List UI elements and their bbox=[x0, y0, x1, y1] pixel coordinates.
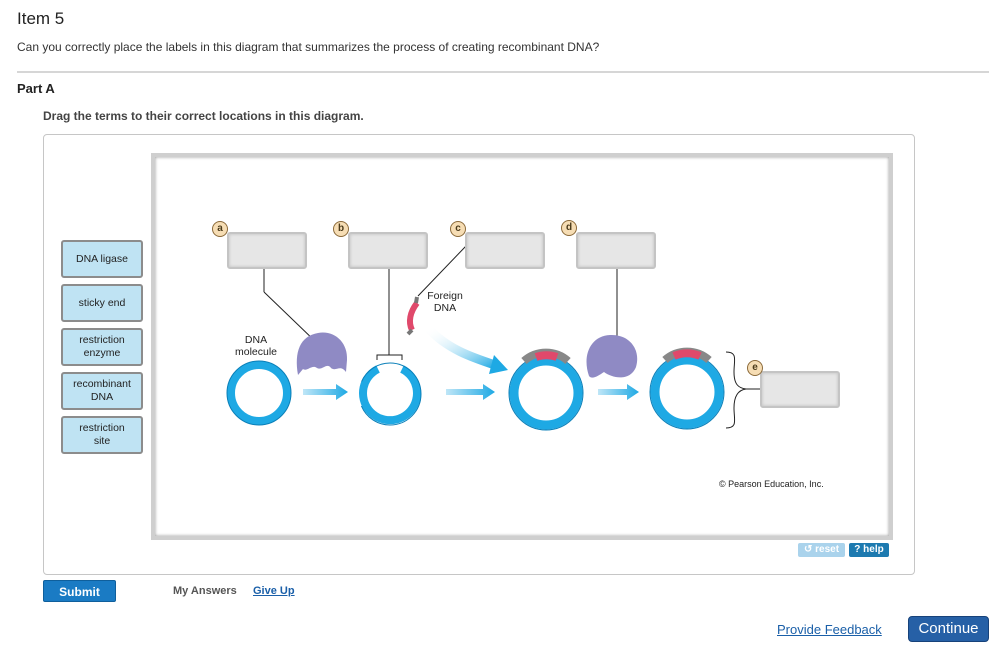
term-recombinant-dna[interactable]: recombinant DNA bbox=[61, 372, 143, 410]
term-label: restriction enzyme bbox=[79, 334, 125, 359]
give-up-link[interactable]: Give Up bbox=[253, 585, 295, 597]
plasmid-3 bbox=[509, 356, 583, 430]
leader-line-a2 bbox=[263, 291, 319, 345]
enzyme-1 bbox=[296, 332, 348, 375]
question-text: Can you correctly place the labels in th… bbox=[17, 40, 600, 54]
reset-icon: ↺ bbox=[803, 544, 813, 555]
badge-e: e bbox=[747, 360, 763, 376]
drop-slot-c[interactable] bbox=[465, 232, 545, 269]
submit-button[interactable]: Submit bbox=[43, 580, 116, 602]
instruction-text: Drag the terms to their correct location… bbox=[43, 109, 364, 123]
my-answers-label: My Answers bbox=[173, 585, 237, 597]
term-label: DNA ligase bbox=[76, 252, 128, 265]
term-label: recombinant DNA bbox=[73, 378, 131, 403]
foreign-arrow bbox=[424, 324, 500, 371]
drop-slot-d[interactable] bbox=[576, 232, 656, 269]
plasmid-2 bbox=[359, 365, 421, 425]
help-button[interactable]: ? help bbox=[849, 543, 889, 557]
badge-a: a bbox=[212, 221, 228, 237]
sticky-end-bracket bbox=[376, 354, 403, 360]
plasmid-4 bbox=[650, 355, 724, 429]
part-label: Part A bbox=[17, 81, 55, 96]
badge-d: d bbox=[561, 220, 577, 236]
enzyme-2 bbox=[586, 334, 638, 378]
drop-slot-e[interactable] bbox=[760, 371, 840, 408]
reset-button[interactable]: ↺ reset bbox=[798, 543, 845, 557]
term-restriction-site[interactable]: restriction site bbox=[61, 416, 143, 454]
recombinant-brace bbox=[725, 351, 747, 429]
question-mark-icon: ? bbox=[854, 544, 861, 555]
term-restriction-enzyme[interactable]: restriction enzyme bbox=[61, 328, 143, 366]
badge-c: c bbox=[450, 221, 466, 237]
drop-slot-b[interactable] bbox=[348, 232, 428, 269]
term-dna-ligase[interactable]: DNA ligase bbox=[61, 240, 143, 278]
divider bbox=[17, 71, 989, 73]
item-title: Item 5 bbox=[17, 9, 65, 28]
help-label: help bbox=[863, 544, 884, 555]
arrow-2 bbox=[446, 384, 495, 400]
arrow-1 bbox=[303, 384, 348, 400]
diagram-canvas bbox=[151, 153, 893, 540]
term-sticky-end[interactable]: sticky end bbox=[61, 284, 143, 322]
reset-label: reset bbox=[815, 544, 840, 555]
arrow-3 bbox=[598, 384, 639, 400]
copyright-text: © Pearson Education, Inc. bbox=[719, 479, 824, 489]
foreign-dna-label: Foreign DNA bbox=[427, 290, 463, 314]
drop-slot-a[interactable] bbox=[227, 232, 307, 269]
plasmid-1 bbox=[227, 361, 291, 425]
dna-molecule-label: DNA molecule bbox=[234, 334, 278, 358]
provide-feedback-link[interactable]: Provide Feedback bbox=[777, 622, 882, 637]
foreign-dna bbox=[406, 301, 420, 332]
badge-b: b bbox=[333, 221, 349, 237]
term-label: sticky end bbox=[78, 296, 126, 309]
leader-line-c bbox=[417, 245, 467, 297]
continue-button[interactable]: Continue bbox=[908, 616, 989, 642]
term-label: restriction site bbox=[79, 422, 125, 447]
